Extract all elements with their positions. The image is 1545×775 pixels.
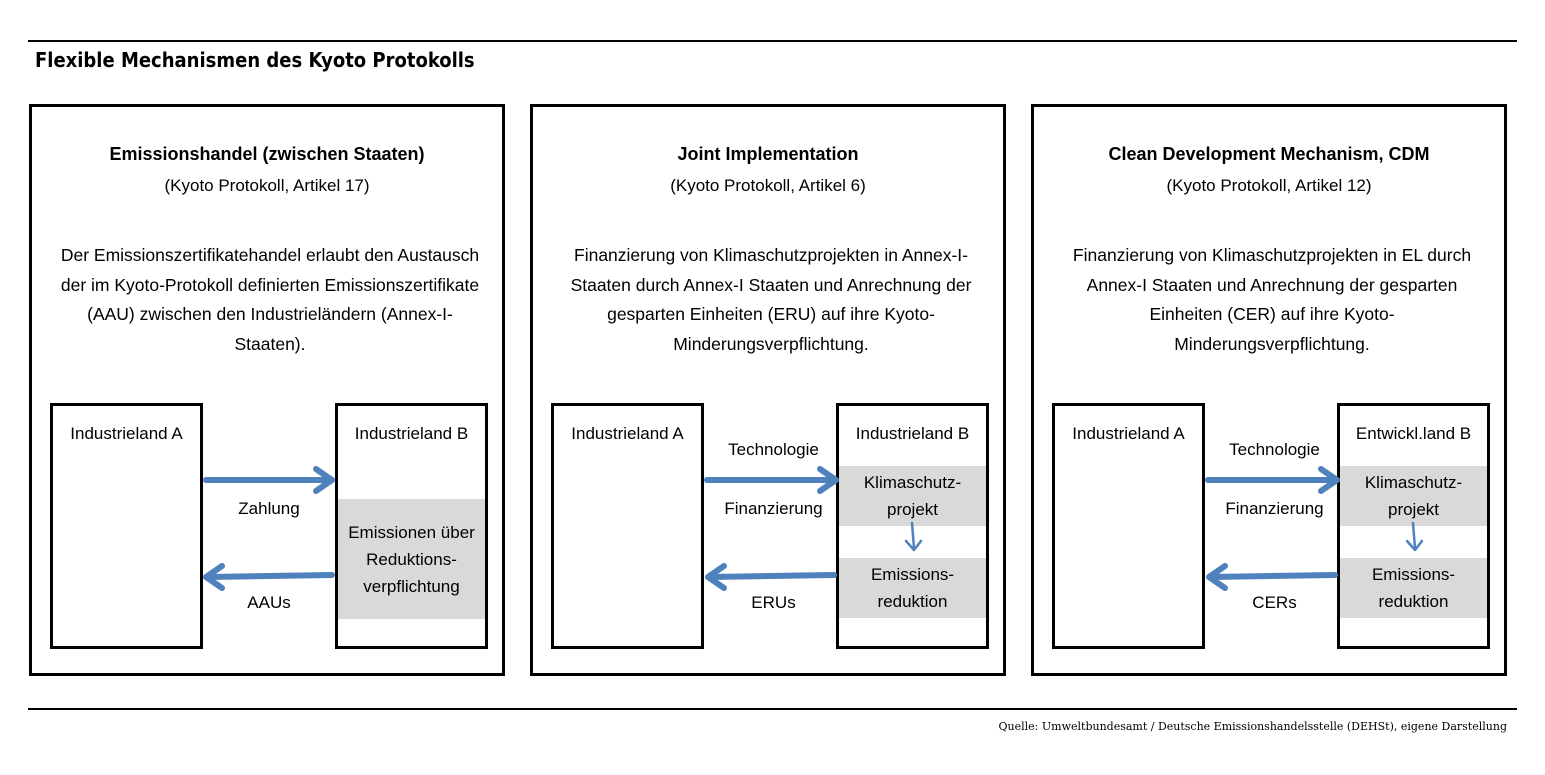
klimaschutzprojekt: Klimaschutz-projekt [839,466,986,526]
emissionsreduktion: Emissions-reduktion [1340,558,1487,618]
panel-title: Clean Development Mechanism, CDM [1108,144,1430,164]
arrow-right-head [313,466,335,494]
bottom-rule [28,708,1517,710]
arrow-left-head [203,563,225,591]
arrow-right-head [1318,466,1340,494]
page-title: Flexible Mechanismen des Kyoto Protokoll… [35,48,475,72]
panel-subtitle: (Kyoto Protokoll, Artikel 17) [164,176,370,195]
box-label: Industrieland A [70,424,183,443]
arrow-left [707,572,837,580]
panel-description: Finanzierung von Klimaschutzprojekten in… [1072,245,1472,354]
box-label: Industrieland A [571,424,684,443]
arrow-down [1411,521,1417,550]
panel-title: Emissionshandel (zwischen Staaten) [109,144,425,164]
panel-cdm: Clean Development Mechanism, CDM (Kyoto … [1031,104,1507,676]
arrow-down-head [1405,539,1424,552]
box-entwicklungsland-b: Entwickl.land B Klimaschutz-projekt Emis… [1337,403,1490,649]
top-rule [28,40,1517,42]
arrows-panel-2 [704,466,923,591]
label-erus: ERUs [751,593,796,612]
arrow-left [205,572,335,580]
klimaschutzprojekt: Klimaschutz-projekt [1340,466,1487,526]
label-technologie: Technologie [1229,440,1320,459]
label-technologie: Technologie [728,440,819,459]
panel-title: Joint Implementation [677,144,859,164]
box-industrieland-a: Industrieland A [1052,403,1205,649]
box-label: Industrieland B [354,424,469,443]
arrow-down-head [904,539,923,552]
source-note: Quelle: Umweltbundesamt / Deutsche Emiss… [998,720,1507,733]
label-finanzierung: Finanzierung [1225,499,1324,518]
panel-subtitle: (Kyoto Protokoll, Artikel 6) [670,176,866,195]
box-industrieland-a: Industrieland A [551,403,704,649]
box-label: Entwickl.land B [1355,424,1472,443]
label-cers: CERs [1252,593,1297,612]
label-aaus: AAUs [247,593,291,612]
box-industrieland-b: Industrieland B Emissionen über Reduktio… [335,403,488,649]
panel-joint-implementation: Joint Implementation (Kyoto Protokoll, A… [530,104,1006,676]
arrow-left-head [1206,563,1228,591]
panel-subtitle: (Kyoto Protokoll, Artikel 12) [1166,176,1372,195]
box-label: Industrieland B [855,424,970,443]
arrow-right-head [817,466,839,494]
arrow-left [1208,572,1338,580]
arrows-panel-3 [1205,466,1424,591]
label-zahlung: Zahlung [238,499,300,518]
label-finanzierung: Finanzierung [724,499,823,518]
box-label: Industrieland A [1072,424,1185,443]
arrow-down [910,521,916,550]
arrow-left-head [705,563,727,591]
box-industrieland-b: Industrieland B Klimaschutz-projekt Emis… [836,403,989,649]
emissions-over-obligation: Emissionen über Reduktions-verpflichtung [338,499,485,619]
box-industrieland-a: Industrieland A [50,403,203,649]
panel-description: Finanzierung von Klimaschutzprojekten in… [570,245,972,354]
panel-emissionshandel: Emissionshandel (zwischen Staaten) (Kyot… [29,104,505,676]
panel-description: Der Emissionszertifikatehandel erlaubt d… [60,245,480,354]
emissionsreduktion: Emissions-reduktion [839,558,986,618]
arrows-panel-1 [203,466,335,591]
